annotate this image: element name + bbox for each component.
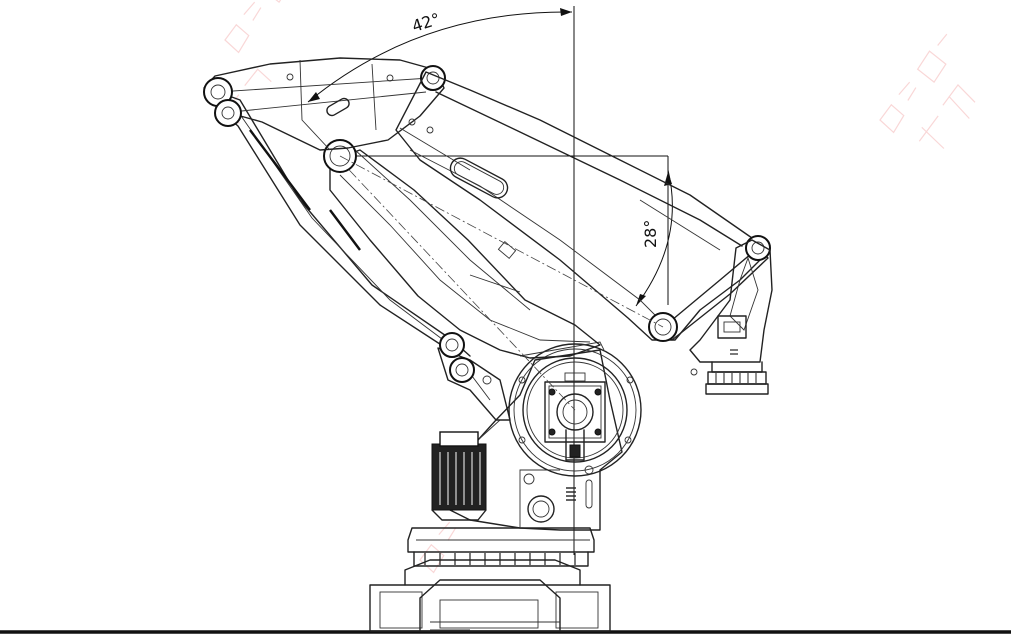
- rear-link: [437, 332, 511, 421]
- angle-label-42: 42°: [410, 9, 443, 36]
- turntable: [407, 527, 595, 567]
- arc-arrow-42-left: [308, 92, 320, 102]
- watermark: [219, 0, 976, 574]
- robot-base: [369, 559, 611, 632]
- angle-label-28: 28°: [641, 220, 660, 248]
- end-effector: [689, 239, 773, 395]
- angle-arc-42: [307, 11, 573, 103]
- main-joint-hub: [508, 341, 642, 477]
- wrist-link: [648, 235, 771, 342]
- arc-arrow-28-bottom: [636, 294, 646, 306]
- forearm-centerline: [339, 155, 664, 328]
- arc-arrow-42-right: [560, 8, 572, 16]
- upper-arm: [395, 71, 763, 341]
- motor: [431, 431, 487, 521]
